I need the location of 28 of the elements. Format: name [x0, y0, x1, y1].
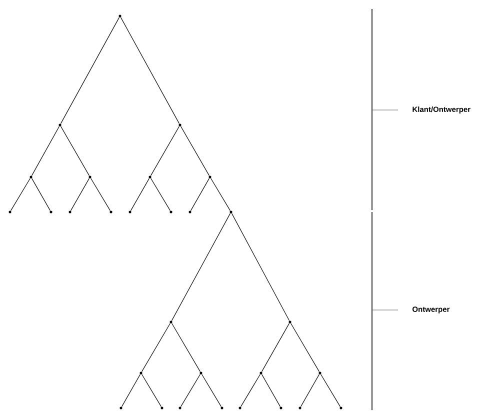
branch-line [261, 374, 281, 407]
branch-line [201, 374, 222, 407]
branch-line [70, 178, 90, 211]
branch-line [150, 178, 171, 211]
branch-line [31, 126, 60, 176]
branch-line [90, 178, 111, 211]
branch-line [141, 374, 162, 407]
branch-line [210, 178, 231, 211]
branch-line [290, 322, 320, 372]
branch-line [240, 374, 261, 407]
branch-line [130, 178, 150, 211]
branch-line [60, 126, 90, 176]
branch-line [171, 322, 201, 372]
branch-line [180, 374, 201, 407]
branch-line [141, 322, 171, 372]
branch-line [180, 126, 210, 176]
branch-line [300, 374, 320, 407]
branch-line [121, 374, 141, 407]
branch-line [190, 178, 210, 211]
branch-line [120, 17, 180, 124]
branch-line [10, 178, 31, 211]
branch-line [150, 126, 180, 176]
branch-line [261, 323, 290, 372]
branch-line [320, 374, 341, 407]
branch-line [171, 213, 231, 321]
branch-line [31, 178, 51, 211]
branch-line [231, 213, 290, 321]
branch-line [60, 17, 120, 124]
